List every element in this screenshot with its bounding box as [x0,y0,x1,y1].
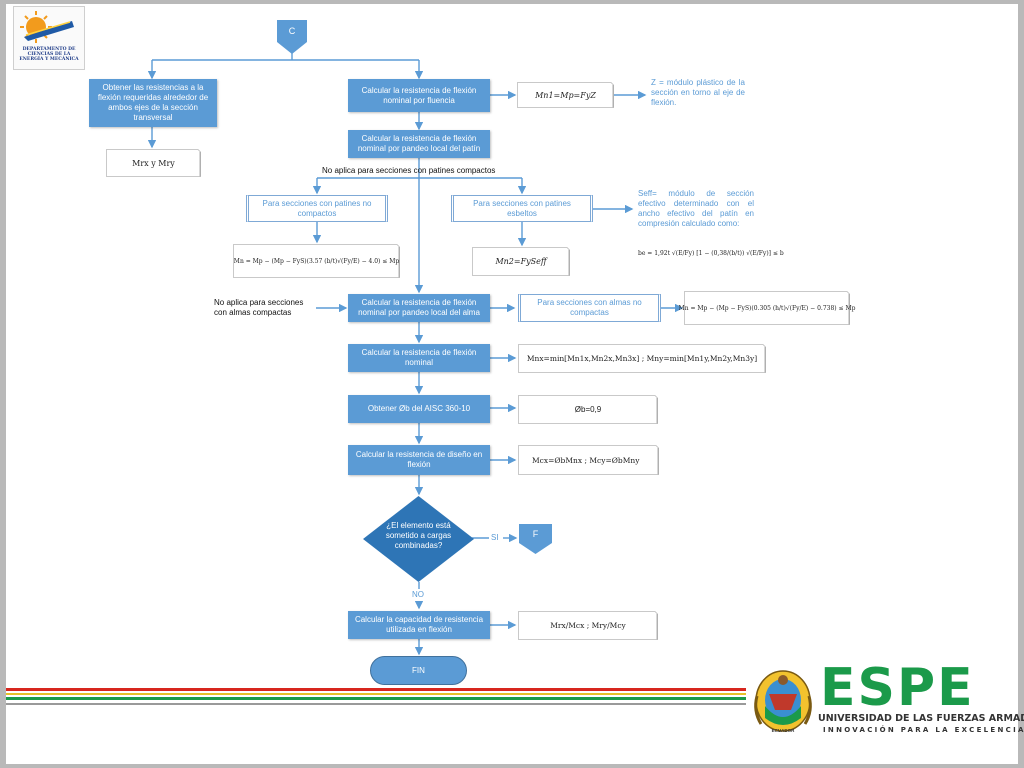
footer-stripe-red [6,688,746,691]
end-label: FIN [412,666,425,675]
footer-stripe-yellow [6,693,746,695]
phi-value-text: Øb=0,9 [574,405,602,414]
espe-subtitle: UNIVERSIDAD DE LAS FUERZAS ARMADAS [818,713,1024,724]
capacity-box: Calcular la capacidad de resistencia uti… [348,611,490,639]
department-label: DEPARTAMENTO DE CIENCIAS DE LA ENERGÍA Y… [19,47,79,62]
phi-box: Obtener Øb del AISC 360-10 [348,395,490,423]
flange-not-applicable-note: No aplica para secciones con patines com… [322,166,496,175]
department-logo: DEPARTAMENTO DE CIENCIAS DE LA ENERGÍA Y… [13,6,85,70]
nominal-equation: Mnx=min[Mn1x,Mn2x,Mn3x] ; Mny=min[Mn1y,M… [518,344,766,373]
phi-value: Øb=0,9 [518,395,658,424]
flange-buckling-box: Calcular la resistencia de flexión nomin… [348,130,490,158]
slender-flange-formula: Mn2=FySeff [495,257,547,266]
slender-flange-box: Para secciones con patines esbeltos [451,195,593,222]
capacity-equation: Mrx/Mcx ; Mry/Mcy [518,611,658,640]
yield-equation-text: Mn1=Mp=FyZ [535,90,596,100]
required-moments-box: Obtener las resistencias a la flexión re… [89,79,217,127]
end-terminator: FIN [370,656,467,685]
design-strength-box: Calcular la resistencia de diseño en fle… [348,445,490,475]
footer-stripe-green [6,697,746,700]
connector-c-label: C [288,26,296,36]
seff-note: Seff= módulo de sección efectivo determi… [638,189,754,228]
department-emblem [20,11,74,43]
connector-f: F [519,524,552,554]
yield-note: Z = módulo plástico de la sección en tor… [651,78,745,107]
noncompact-flange-equation: Mn = Mp − (Mp − FyS)(3.57 (b/t)√(Fy/E) −… [233,244,400,278]
connector-f-label: F [532,529,539,539]
footer-stripe-gray [6,703,746,705]
combined-loads-question: ¿El elemento está sometido a cargas comb… [385,521,452,550]
slide [6,4,1018,764]
nominal-strength-box: Calcular la resistencia de flexión nomin… [348,344,490,372]
noncompact-web-formula: Mn = Mp − (Mp − FyS)(0.305 (h/t)√(Fy/E) … [678,304,856,312]
nominal-equation-text: Mnx=min[Mn1x,Mn2x,Mn3x] ; Mny=min[Mn1y,M… [526,354,758,363]
connector-c: C [277,20,307,54]
espe-wordmark: ESPE [820,658,975,718]
yes-label: SI [491,533,499,542]
noncompact-flange-formula: Mn = Mp − (Mp − FyS)(3.57 (b/t)√(Fy/E) −… [233,257,400,265]
capacity-equation-text: Mrx/Mcx ; Mry/Mcy [550,621,626,630]
design-equation: Mcx=ØbMnx ; Mcy=ØbMny [518,445,659,475]
noncompact-web-box: Para secciones con almas no compactas [518,294,661,322]
design-equation-text: Mcx=ØbMnx ; Mcy=ØbMny [532,455,640,465]
web-buckling-box: Calcular la resistencia de flexión nomin… [348,294,490,322]
no-label: NO [412,590,424,599]
slender-flange-equation: Mn2=FySeff [472,247,570,276]
crest-label: ECUADOR [771,728,795,733]
espe-crest: ECUADOR [751,666,815,736]
espe-tagline: INNOVACIÓN PARA LA EXCELENCIA [823,726,1024,734]
required-moments-text: Mrx y Mry [132,158,175,168]
yield-equation: Mn1=Mp=FyZ [517,82,614,108]
required-moments-output: Mrx y Mry [106,149,201,177]
noncompact-web-equation: Mn = Mp − (Mp − FyS)(0.305 (h/t)√(Fy/E) … [679,291,855,325]
web-not-applicable-note: No aplica para secciones con almas compa… [214,298,304,317]
yield-box: Calcular la resistencia de flexión nomin… [348,79,490,112]
noncompact-flange-box: Para secciones con patines no compactos [246,195,388,222]
combined-loads-decision: ¿El elemento está sometido a cargas comb… [363,496,474,582]
be-equation: be = 1,92t √(E/Fy) [1 − (0,38/(b/t)) √(E… [638,250,784,257]
crest-icon [754,670,812,732]
